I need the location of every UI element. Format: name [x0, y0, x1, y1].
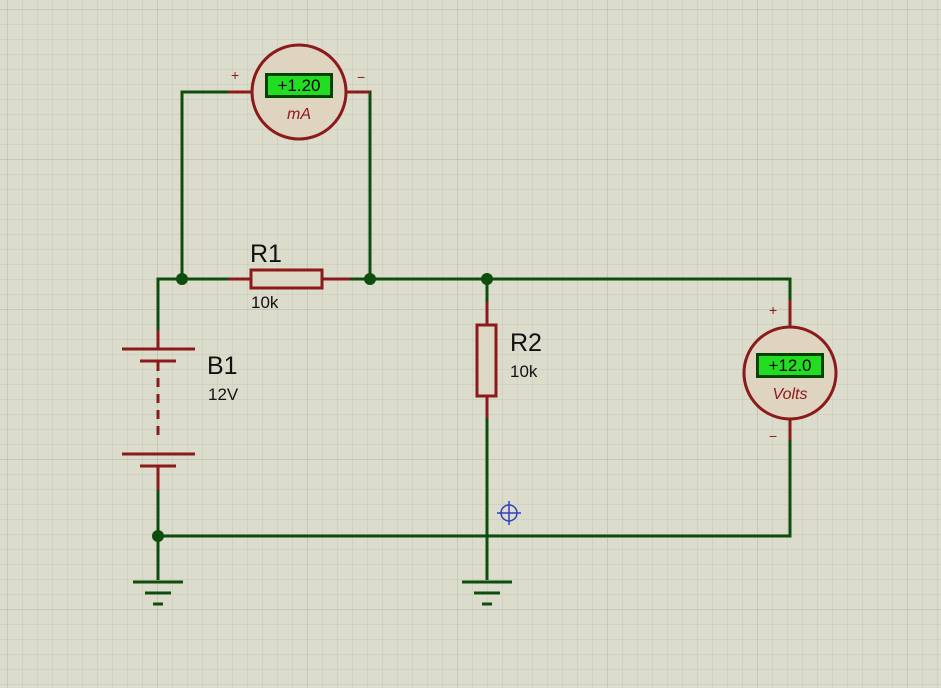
junction-dot — [152, 530, 164, 542]
battery-b1[interactable]: B1 12V — [122, 330, 239, 490]
voltmeter-reading: +12.0 — [768, 356, 811, 375]
r1-body — [249, 268, 324, 290]
wire-b1-to-r1[interactable] — [156, 277, 228, 330]
voltmeter-display — [759, 356, 821, 375]
cursor-crosshair-icon — [497, 501, 521, 525]
ammeter-unit: mA — [287, 106, 311, 123]
r1-value-label: 10k — [251, 293, 279, 312]
r2-ref-label: R2 — [510, 329, 542, 357]
ground-middle[interactable] — [462, 580, 512, 606]
ammeter[interactable]: +1.20 mA + − — [228, 43, 370, 141]
junction-dot — [176, 273, 188, 285]
wire-ammeter-left[interactable] — [180, 90, 228, 279]
voltmeter[interactable]: +12.0 Volts + − — [742, 300, 838, 444]
voltmeter-plus-sign: + — [769, 302, 777, 318]
voltmeter-unit: Volts — [773, 386, 808, 403]
b1-value-label: 12V — [208, 385, 239, 404]
ammeter-plus-sign: + — [231, 67, 239, 83]
ammeter-display — [268, 76, 330, 95]
wire-bottom[interactable] — [158, 420, 792, 538]
resistor-r2[interactable]: R2 10k — [475, 302, 542, 418]
ammeter-minus-sign: − — [357, 69, 365, 85]
junction-dot — [481, 273, 493, 285]
voltmeter-minus-sign: − — [769, 428, 777, 444]
junction-dot — [364, 273, 376, 285]
r1-ref-label: R1 — [250, 240, 282, 268]
resistor-r1[interactable]: R1 10k — [228, 240, 350, 312]
ammeter-reading: +1.20 — [277, 76, 320, 95]
ground-left[interactable] — [133, 580, 183, 606]
r2-value-label: 10k — [510, 362, 538, 381]
junctions — [152, 273, 493, 542]
r2-body — [475, 323, 498, 398]
b1-ref-label: B1 — [207, 352, 238, 380]
